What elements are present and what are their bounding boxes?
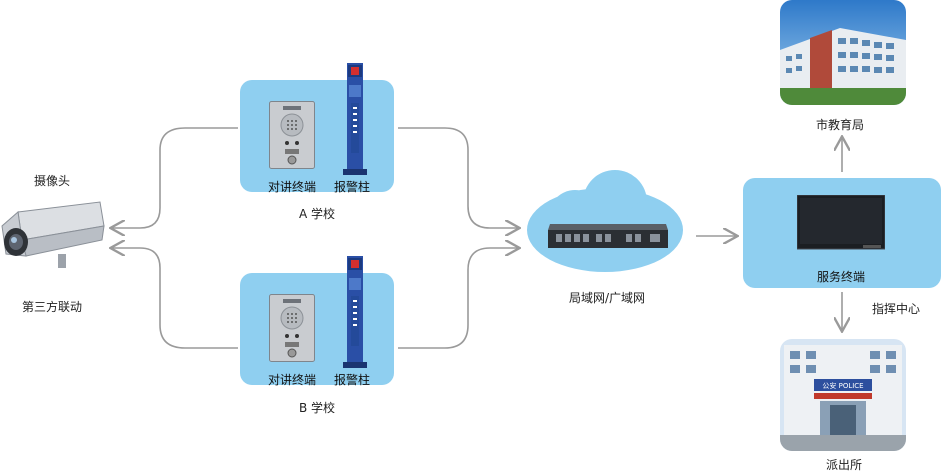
network-switch-icon [546,222,670,256]
camera-subtitle: 第三方联动 [22,300,83,314]
school-a-name: A 学校 [299,207,336,221]
network-label: 局域网/广域网 [569,291,646,305]
line-a-to-network [398,127,518,228]
school-b-intercom-label: 对讲终端 [268,373,317,387]
server-label: 服务终端 [817,270,866,284]
line-b-to-network [398,248,518,349]
school-b-name: B 学校 [299,401,336,415]
education-label: 市教育局 [816,118,865,132]
command-center-label: 指挥中心 [872,302,921,316]
monitor-icon [796,194,886,255]
police-label: 派出所 [826,458,863,472]
line-a-to-camera [112,127,238,228]
intercom-terminal-icon [269,101,315,173]
school-b-alarm-label: 报警柱 [334,373,371,387]
school-a-alarm-label: 报警柱 [334,180,371,194]
alarm-column-icon [343,256,367,372]
intercom-terminal-icon [269,294,315,366]
police-sign: 公安 POLICE [822,381,863,390]
education-bureau-image [780,0,906,109]
school-b-panel [240,273,394,385]
school-a-intercom-label: 对讲终端 [268,180,317,194]
police-station-image: 公安 POLICE [780,339,906,455]
line-b-to-camera [112,248,238,349]
camera-title: 摄像头 [34,174,71,188]
camera-icon [0,196,110,280]
school-a-panel [240,80,394,192]
alarm-column-icon [343,63,367,179]
